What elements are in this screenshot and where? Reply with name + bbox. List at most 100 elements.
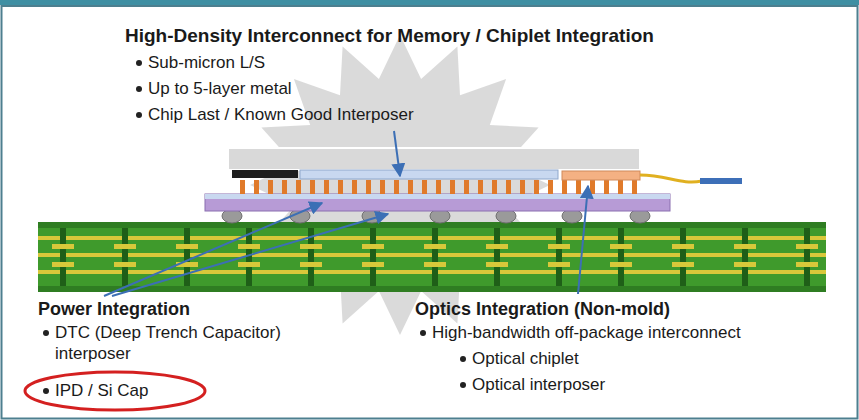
via-pad	[176, 244, 198, 249]
via-pad	[672, 262, 694, 267]
fiber-connector	[700, 178, 742, 184]
optical-fiber	[640, 175, 702, 182]
bullet-text: IPD / Si Cap	[55, 380, 149, 401]
micro-bump	[324, 180, 329, 194]
micro-bump	[366, 180, 371, 194]
via-pad	[114, 262, 136, 267]
via-pad	[362, 262, 384, 267]
micro-bump	[450, 180, 455, 194]
micro-bump	[254, 180, 259, 194]
via	[556, 228, 562, 286]
via-pad	[238, 262, 260, 267]
micro-bump	[632, 180, 637, 194]
via-pad	[672, 244, 694, 249]
via-pad	[424, 262, 446, 267]
bullet-text: Chip Last / Known Good Interposer	[148, 104, 414, 125]
bullet-text: Up to 5-layer metal	[148, 78, 292, 99]
via-pad	[424, 244, 446, 249]
via-pad	[796, 262, 818, 267]
top-die	[228, 148, 640, 170]
via-pad	[52, 244, 74, 249]
bullet-dot	[420, 330, 426, 336]
micro-bump	[576, 180, 581, 194]
bullet-dot	[136, 86, 142, 92]
via-pad	[734, 244, 756, 249]
via-pad	[362, 244, 384, 249]
section-heading: High-Density Interconnect for Memory / C…	[125, 24, 654, 47]
package-substrate	[38, 222, 826, 292]
micro-bump	[520, 180, 525, 194]
substrate-layer	[38, 286, 826, 292]
micro-bump	[310, 180, 315, 194]
header-strip	[0, 0, 859, 5]
highlight-ellipse	[25, 372, 205, 410]
bullet-dot	[136, 112, 142, 118]
via-pad	[486, 262, 508, 267]
via-pad	[52, 262, 74, 267]
bullet-dot	[460, 382, 466, 388]
micro-bump	[296, 180, 301, 194]
micro-bump	[562, 180, 567, 194]
leader-arrow	[394, 131, 400, 176]
bullet-text: Optical interposer	[472, 374, 605, 395]
micro-bump	[338, 180, 343, 194]
via	[122, 228, 128, 286]
micro-bump	[464, 180, 469, 194]
via-pad	[548, 244, 570, 249]
micro-bump	[352, 180, 357, 194]
via-pad	[610, 262, 632, 267]
micro-bump	[240, 180, 245, 194]
via-pad	[114, 244, 136, 249]
via	[742, 228, 748, 286]
micro-bump	[380, 180, 385, 194]
via	[680, 228, 686, 286]
section-heading: Optics Integration (Non-mold)	[415, 298, 670, 320]
via-pad	[300, 244, 322, 249]
via	[618, 228, 624, 286]
via-pad	[610, 244, 632, 249]
micro-bump	[492, 180, 497, 194]
micro-bumps	[240, 180, 637, 194]
substrate-core	[38, 222, 826, 292]
via-group	[52, 228, 818, 286]
interposer-rdl	[205, 194, 670, 199]
logic-die	[300, 170, 558, 179]
leader-arrow	[104, 203, 322, 296]
via-pad	[548, 262, 570, 267]
micro-bump	[408, 180, 413, 194]
optical-chiplet	[562, 171, 640, 180]
via	[432, 228, 438, 286]
memory-die	[232, 170, 298, 178]
via-pad	[796, 244, 818, 249]
micro-bump	[436, 180, 441, 194]
bullet-text: DTC (Deep Trench Capacitor) interposer	[55, 322, 295, 364]
leader-arrow	[578, 186, 588, 294]
via	[184, 228, 190, 286]
via-pad	[238, 244, 260, 249]
micro-bump	[590, 180, 595, 194]
micro-bump	[506, 180, 511, 194]
interposer	[205, 194, 670, 211]
leader-arrows	[104, 131, 588, 296]
micro-bump	[268, 180, 273, 194]
substrate-layer	[38, 222, 826, 228]
leader-arrow	[112, 214, 388, 296]
via	[60, 228, 66, 286]
bullet-dot	[460, 356, 466, 362]
bullet-dot	[43, 330, 49, 336]
via	[246, 228, 252, 286]
section-heading: Power Integration	[38, 298, 190, 320]
micro-bump	[394, 180, 399, 194]
via	[494, 228, 500, 286]
bullet-text: Optical chiplet	[472, 348, 579, 369]
micro-bump	[422, 180, 427, 194]
via	[370, 228, 376, 286]
micro-bump	[618, 180, 623, 194]
panel-frame	[2, 6, 858, 419]
micro-bump	[548, 180, 553, 194]
micro-bump	[604, 180, 609, 194]
via-pad	[300, 262, 322, 267]
bullet-text: Sub-micron L/S	[148, 52, 265, 73]
via-pad	[486, 244, 508, 249]
micro-bump	[282, 180, 287, 194]
